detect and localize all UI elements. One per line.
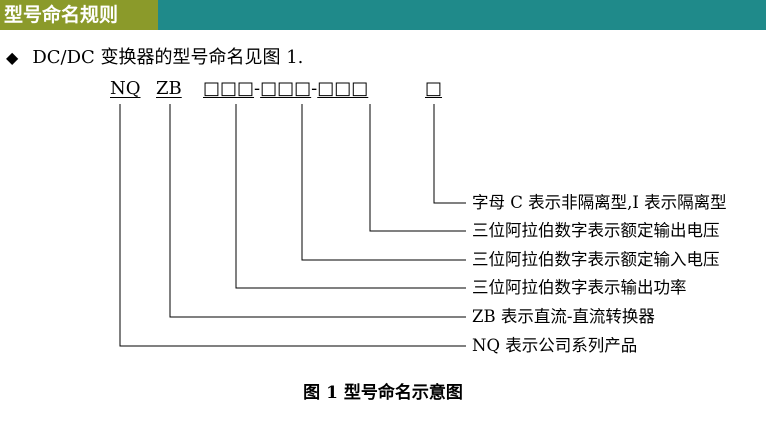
connector-output (369, 104, 466, 232)
code-isolation-box: □ (425, 78, 443, 99)
label-input-voltage: 三位阿拉伯数字表示额定输入电压 (472, 250, 720, 269)
connector-isolation (433, 104, 466, 204)
diamond-bullet-icon: ◆ (6, 48, 19, 67)
header-bar (158, 0, 766, 30)
label-isolation: 字母 C 表示非隔离型,I 表示隔离型 (472, 193, 727, 212)
connector-power (235, 104, 466, 289)
connector-input (301, 104, 466, 261)
label-output-voltage: 三位阿拉伯数字表示额定输出电压 (472, 221, 720, 240)
code-power-boxes: □□□-□□□-□□□ (203, 78, 369, 99)
section-header: 型号命名规则 (0, 0, 766, 30)
label-converter-type: ZB 表示直流-直流转换器 (472, 307, 655, 326)
bullet-text: DC/DC 变换器的型号命名见图 1. (32, 47, 304, 68)
bullet-line: ◆ DC/DC 变换器的型号命名见图 1. (6, 46, 303, 70)
connector-prefix (119, 104, 466, 347)
code-prefix: NQ (110, 78, 141, 99)
label-output-power: 三位阿拉伯数字表示输出功率 (472, 278, 687, 297)
section-title: 型号命名规则 (0, 0, 158, 30)
label-series-prefix: NQ 表示公司系列产品 (472, 336, 638, 355)
figure-caption: 图 1 型号命名示意图 (303, 383, 463, 403)
code-type: ZB (156, 78, 182, 99)
connector-type (169, 104, 466, 318)
